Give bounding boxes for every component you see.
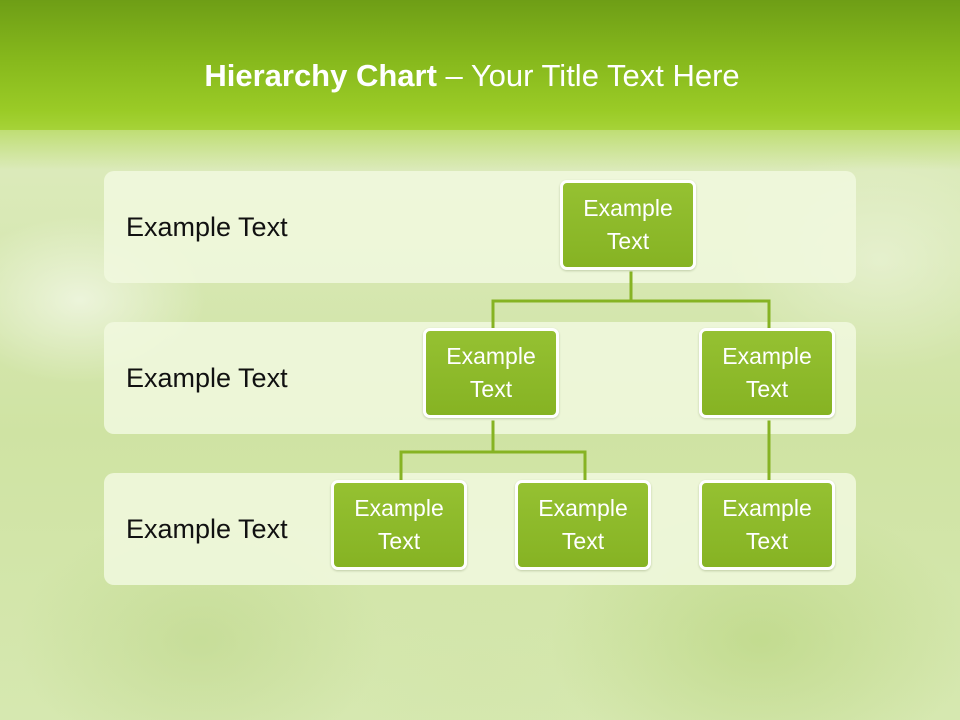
node-level3-right[interactable]: Example Text — [699, 480, 835, 570]
slide-title: Hierarchy Chart – Your Title Text Here — [0, 56, 944, 96]
node-level3-left-b-label: Example Text — [538, 495, 628, 554]
connector-root-to-level2 — [491, 271, 771, 330]
node-level2-right-label: Example Text — [722, 343, 812, 402]
node-level2-left-label: Example Text — [446, 343, 536, 402]
slide-title-bold: Hierarchy Chart — [204, 58, 437, 93]
node-root[interactable]: Example Text — [560, 180, 696, 270]
node-level2-right[interactable]: Example Text — [699, 328, 835, 418]
title-banner-fade — [0, 130, 960, 170]
level-label-2: Example Text — [126, 363, 288, 393]
node-level2-left[interactable]: Example Text — [423, 328, 559, 418]
node-level3-left-a-label: Example Text — [354, 495, 444, 554]
connector-level2-left-to-level3 — [399, 420, 587, 482]
node-level3-left-b[interactable]: Example Text — [515, 480, 651, 570]
node-root-label: Example Text — [583, 195, 673, 254]
title-banner — [0, 0, 960, 130]
slide-title-rest: – Your Title Text Here — [436, 58, 740, 93]
node-level3-left-a[interactable]: Example Text — [331, 480, 467, 570]
level-label-1: Example Text — [126, 212, 288, 242]
level-label-3: Example Text — [126, 514, 288, 544]
node-level3-right-label: Example Text — [722, 495, 812, 554]
level-band-1: Example Text — [104, 171, 856, 283]
